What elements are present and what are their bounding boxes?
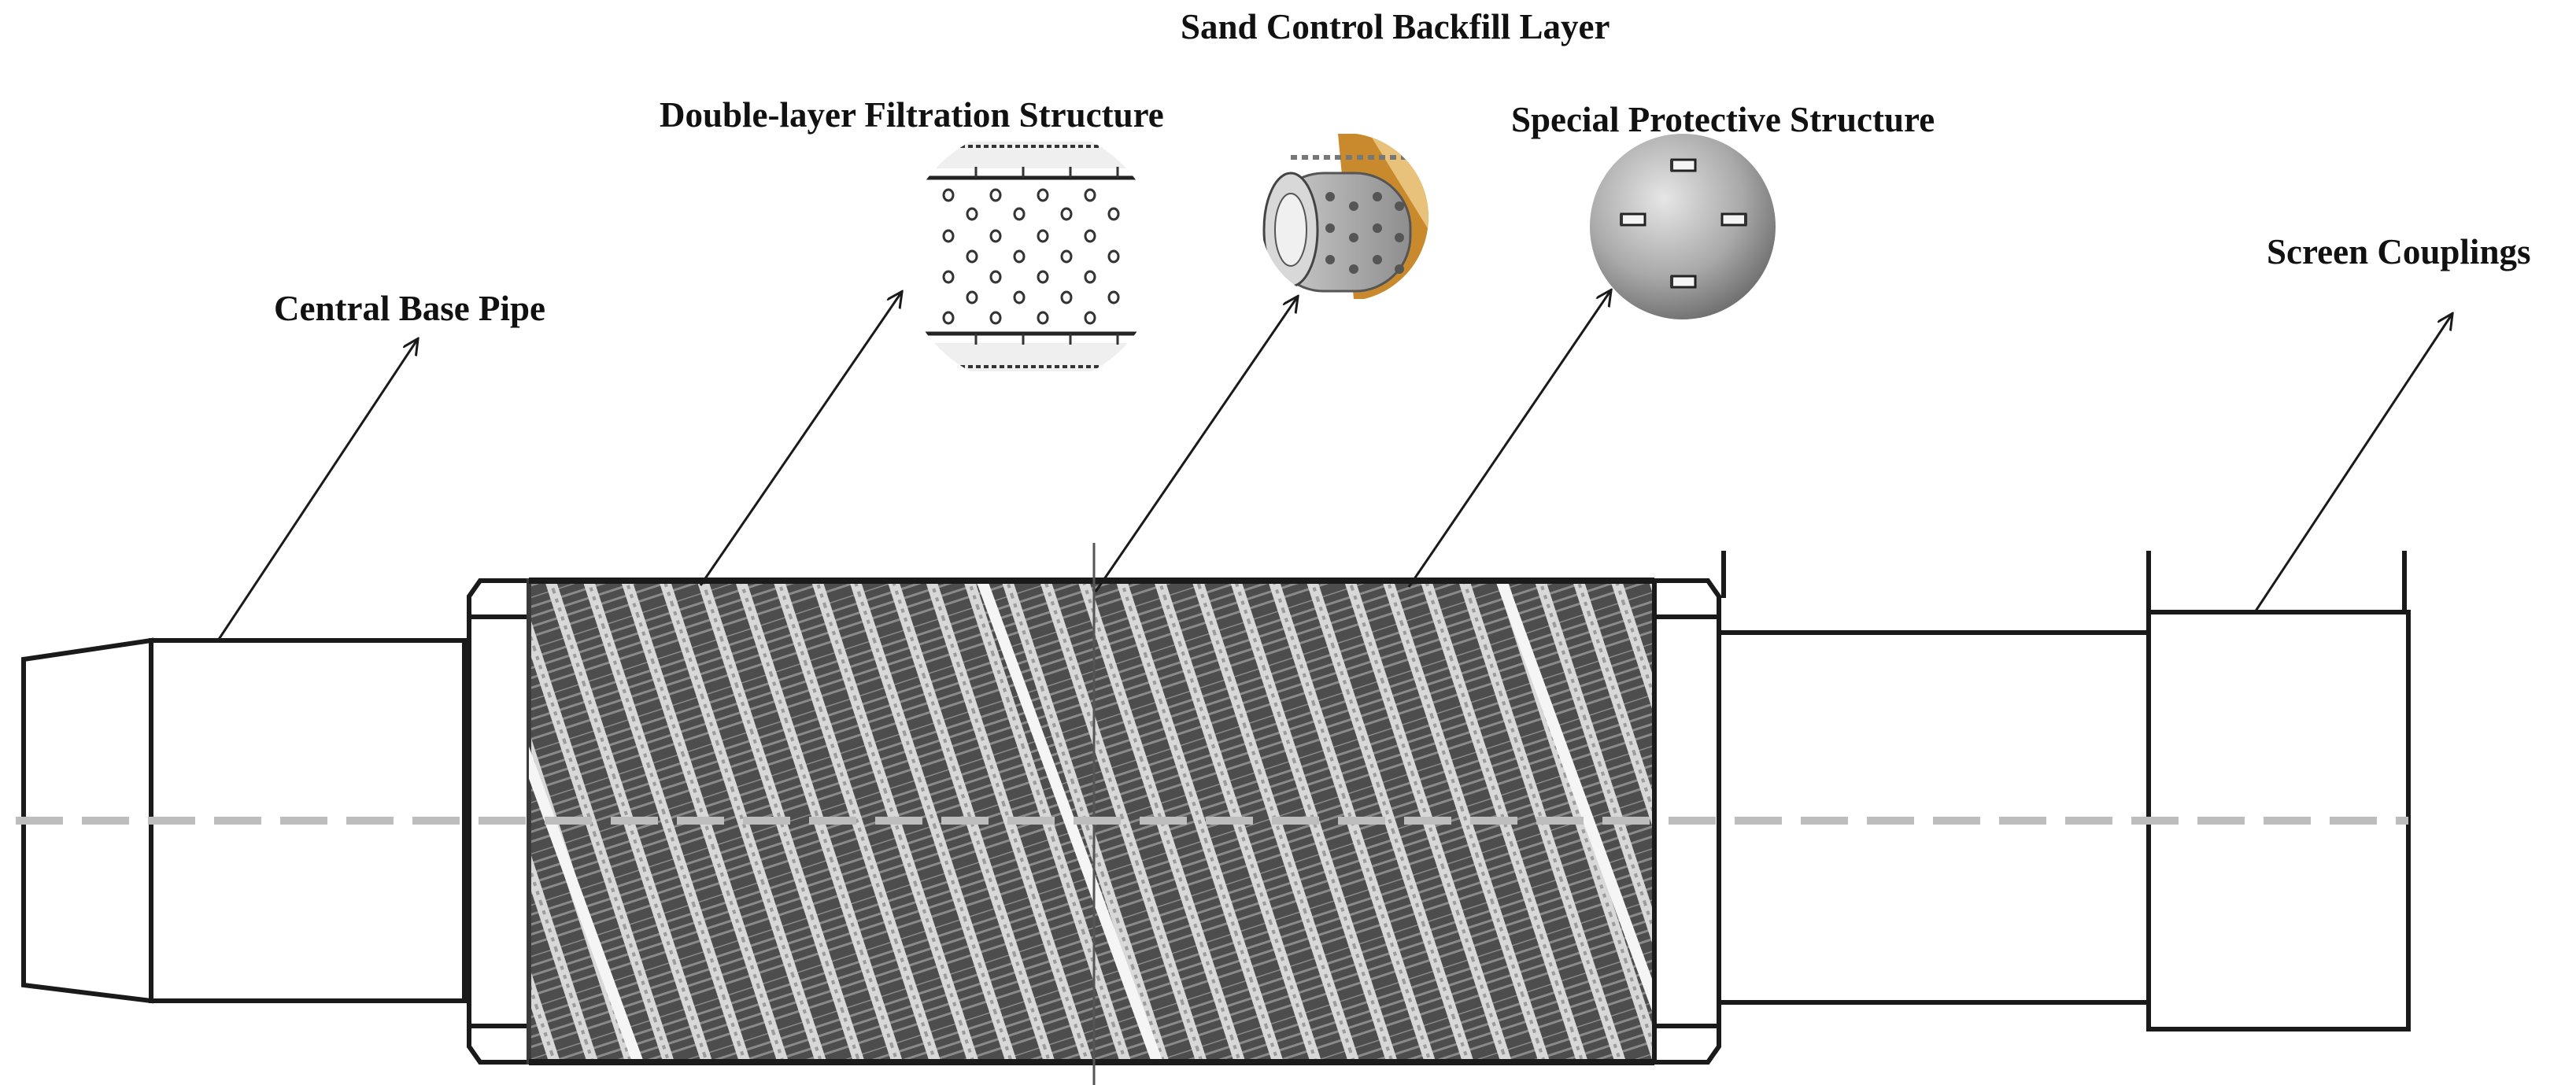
arrow-screen-couplings [2253,315,2452,613]
label-double-layer-filtration-structure: Double-layer Filtration Structure [660,95,1164,135]
arrow-double-layer-filtration [699,293,901,586]
arrow-special-protective [1407,291,1610,588]
label-central-base-pipe: Central Base Pipe [274,289,545,328]
inset-protective-structure [1590,134,1776,319]
arrow-backfill-layer [1094,297,1297,592]
arrow-central-base-pipe [216,340,417,641]
leader-arrows [216,291,2452,641]
label-sand-control-backfill-layer: Sand Control Backfill Layer [1181,7,1610,46]
label-screen-couplings: Screen Couplings [2267,232,2531,271]
inset-filtration-detail [901,127,1161,386]
label-special-protective-structure: Special Protective Structure [1511,100,1935,139]
screen-assembly [21,551,2411,1065]
inset-backfill-cutaway [1260,133,1428,301]
